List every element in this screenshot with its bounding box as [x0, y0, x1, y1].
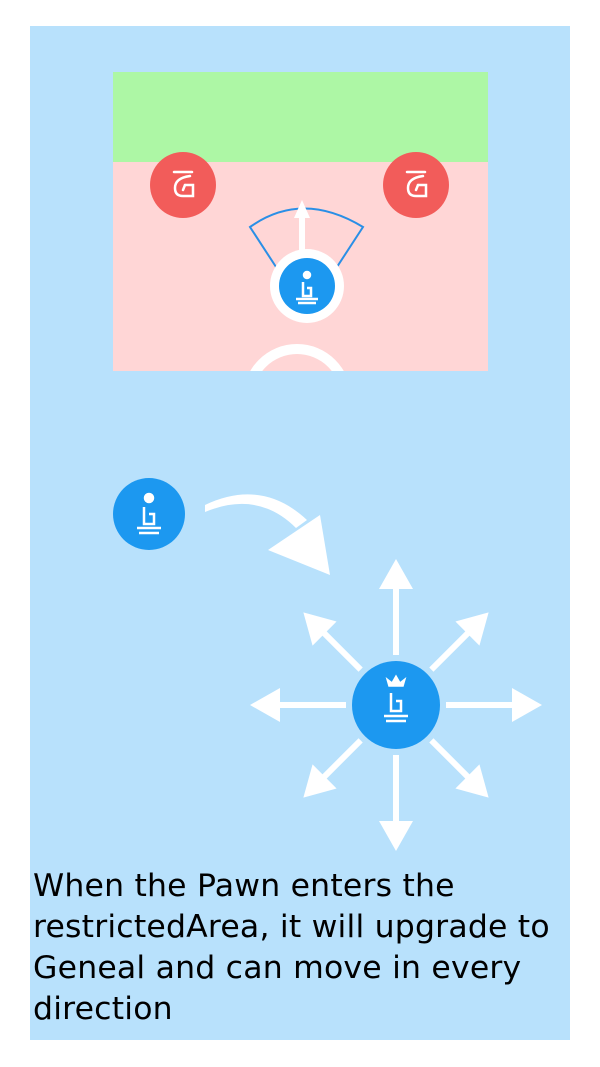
forward-arrow-head [294, 200, 310, 218]
general-piece [352, 661, 440, 749]
arrow-down [379, 755, 413, 851]
pawn-icon [137, 492, 161, 535]
pawn-on-board[interactable] [270, 249, 344, 323]
direction-arrows [250, 559, 542, 851]
enemy-icon [172, 170, 195, 198]
goal-zone [113, 72, 488, 162]
arrow-down-left [303, 738, 363, 798]
arrow-up [379, 559, 413, 655]
enemy-icon [405, 170, 428, 198]
game-board [113, 72, 488, 371]
caption-text: When the Pawn enters the restrictedArea,… [33, 868, 550, 1027]
general-crown-icon [384, 674, 408, 723]
partial-piece-inner [262, 354, 332, 371]
pawn-icon [296, 270, 318, 305]
enemy-piece[interactable] [150, 152, 216, 218]
arrow-up-right [429, 612, 489, 672]
board-drawing [113, 72, 488, 371]
arrow-left [250, 688, 346, 722]
transform-arrow [205, 494, 330, 575]
arrow-up-left [303, 612, 363, 672]
forward-arrow-shaft [299, 212, 305, 260]
arrow-down-right [429, 738, 489, 798]
arrow-right [446, 688, 542, 722]
enemy-piece[interactable] [383, 152, 449, 218]
pawn-piece [113, 478, 185, 550]
